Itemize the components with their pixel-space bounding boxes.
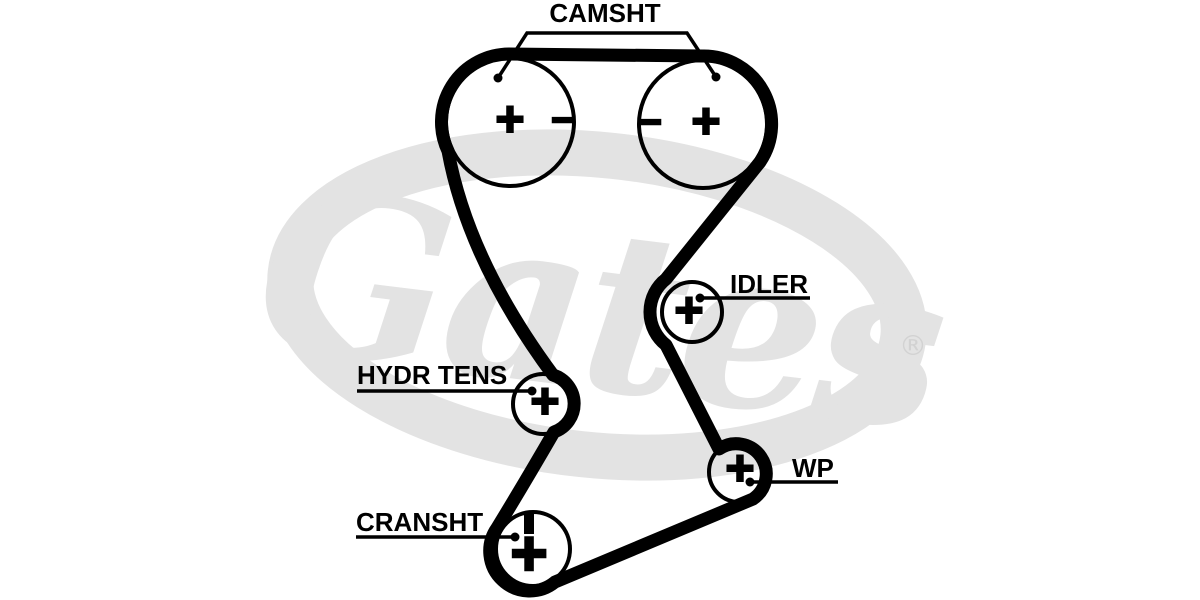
water-pump-pointer-dot (745, 477, 755, 487)
camshaft-left-plus-mark: + (495, 91, 524, 147)
timing-belt (435, 47, 779, 598)
camshaft-left-pointer-dot (493, 73, 503, 83)
crankshaft-timing-mark (524, 514, 534, 534)
registered-trademark-icon: ® (899, 329, 927, 362)
idler-label: IDLER (730, 269, 808, 299)
camshaft-leader-bracket (496, 31, 718, 79)
camshaft-left-minus-mark: − (551, 99, 572, 140)
tensioner-pointer-dot (527, 386, 537, 396)
water-pump-plus-mark: + (725, 440, 754, 496)
camshaft-right-pointer-dot (711, 72, 721, 82)
camshaft-right-minus-mark: − (640, 101, 661, 142)
camshaft-right-plus-mark: + (691, 93, 720, 149)
idler-pointer-dot (695, 293, 705, 303)
water-pump-label: WP (792, 453, 834, 483)
crankshaft-plus-mark: + (510, 517, 547, 589)
crankshaft-pointer-dot (510, 532, 520, 542)
camshaft-label: CAMSHT (549, 0, 660, 28)
idler-plus-mark: + (674, 282, 703, 338)
idler-pulley (660, 280, 724, 344)
tensioner-label: HYDR TENS (357, 360, 507, 390)
gates-watermark-oval (267, 129, 927, 481)
tensioner-plus-mark: + (530, 373, 559, 429)
crankshaft-label: CRANSHT (356, 507, 483, 537)
